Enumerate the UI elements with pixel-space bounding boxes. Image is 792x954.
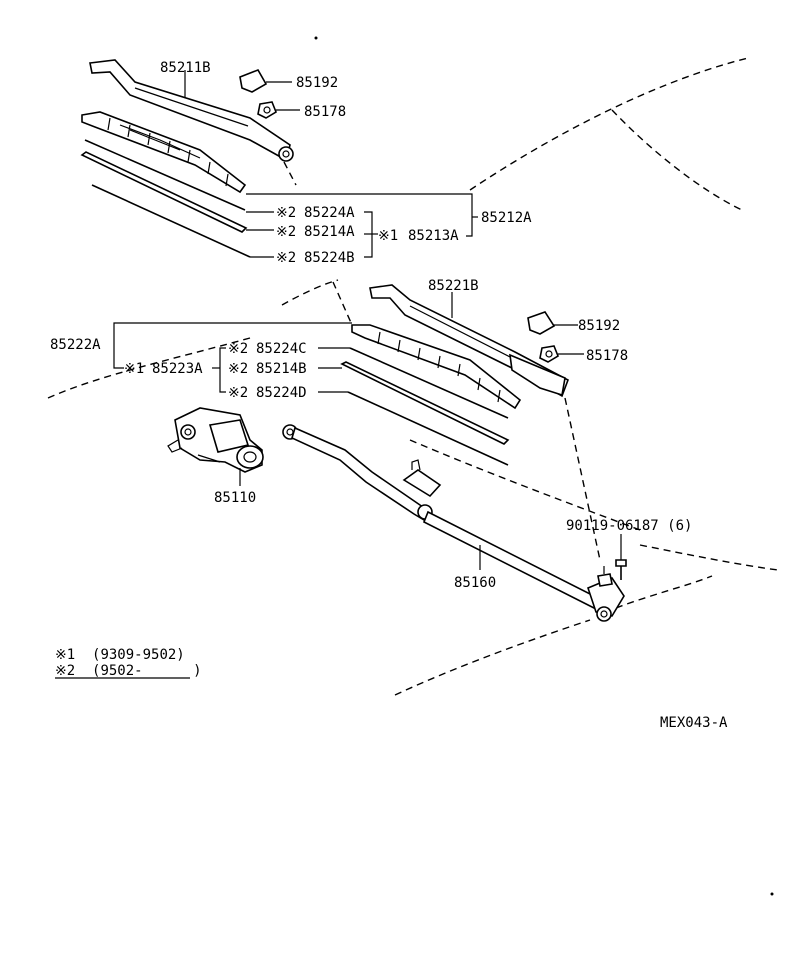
label-refill-c: 85224C (256, 341, 307, 357)
label-refill-a: 85224A (304, 205, 355, 221)
label-rubber-b: 85214B (256, 361, 307, 377)
cap-upper-icon (239, 69, 268, 93)
nut-upper-icon (257, 101, 277, 119)
legend-line-2: ※2 (9502- ) (55, 663, 202, 679)
wiper-blade-passenger (332, 281, 522, 466)
mark-x2-refill-a: ※2 (276, 205, 296, 221)
label-refill-b: 85224B (304, 250, 355, 266)
label-bolt: 90119-06187 (6) (566, 518, 692, 534)
bolt-icon (615, 559, 627, 580)
label-motor: 85110 (214, 490, 256, 506)
label-blade-passenger-alt: 85223A (152, 361, 203, 377)
body-outline (47, 57, 779, 696)
wiper-blade-driver (80, 111, 251, 258)
label-link: 85160 (454, 575, 496, 591)
mark-x2-refill-b: ※2 (276, 250, 296, 266)
scan-specks (314, 36, 774, 896)
cap-lower-icon (527, 311, 556, 335)
diagram-code: MEX043-A (660, 715, 728, 731)
label-cap-lower: 85192 (578, 318, 620, 334)
mark-x2-refill-c: ※2 (228, 341, 248, 357)
label-nut-upper: 85178 (304, 104, 346, 120)
label-nut-lower: 85178 (586, 348, 628, 364)
label-blade-driver: 85212A (481, 210, 532, 226)
wiper-arm-driver (89, 59, 297, 186)
label-cap-upper: 85192 (296, 75, 338, 91)
label-rubber-a: 85214A (304, 224, 355, 240)
mark-x1-lower: ※1 (124, 361, 144, 377)
label-blade-passenger: 85222A (50, 337, 101, 353)
part-labels: 85211B 85192 85178 85212A ※2 85224A ※2 8… (50, 60, 728, 731)
legend-line-1: ※1 (9309-9502) (55, 647, 185, 663)
wiper-motor-icon (167, 407, 264, 473)
wiper-arm-passenger (369, 284, 601, 561)
leader-lines (55, 70, 622, 679)
label-refill-d: 85224D (256, 385, 307, 401)
mark-x2-rubber-a: ※2 (276, 224, 296, 240)
wiper-link-icon (282, 424, 625, 622)
label-blade-driver-alt: 85213A (408, 228, 459, 244)
label-arm-driver: 85211B (160, 60, 211, 76)
mark-x1-upper: ※1 (378, 228, 398, 244)
label-arm-passenger: 85221B (428, 278, 479, 294)
mark-x2-refill-d: ※2 (228, 385, 248, 401)
nut-lower-icon (539, 345, 559, 363)
mark-x2-rubber-b: ※2 (228, 361, 248, 377)
